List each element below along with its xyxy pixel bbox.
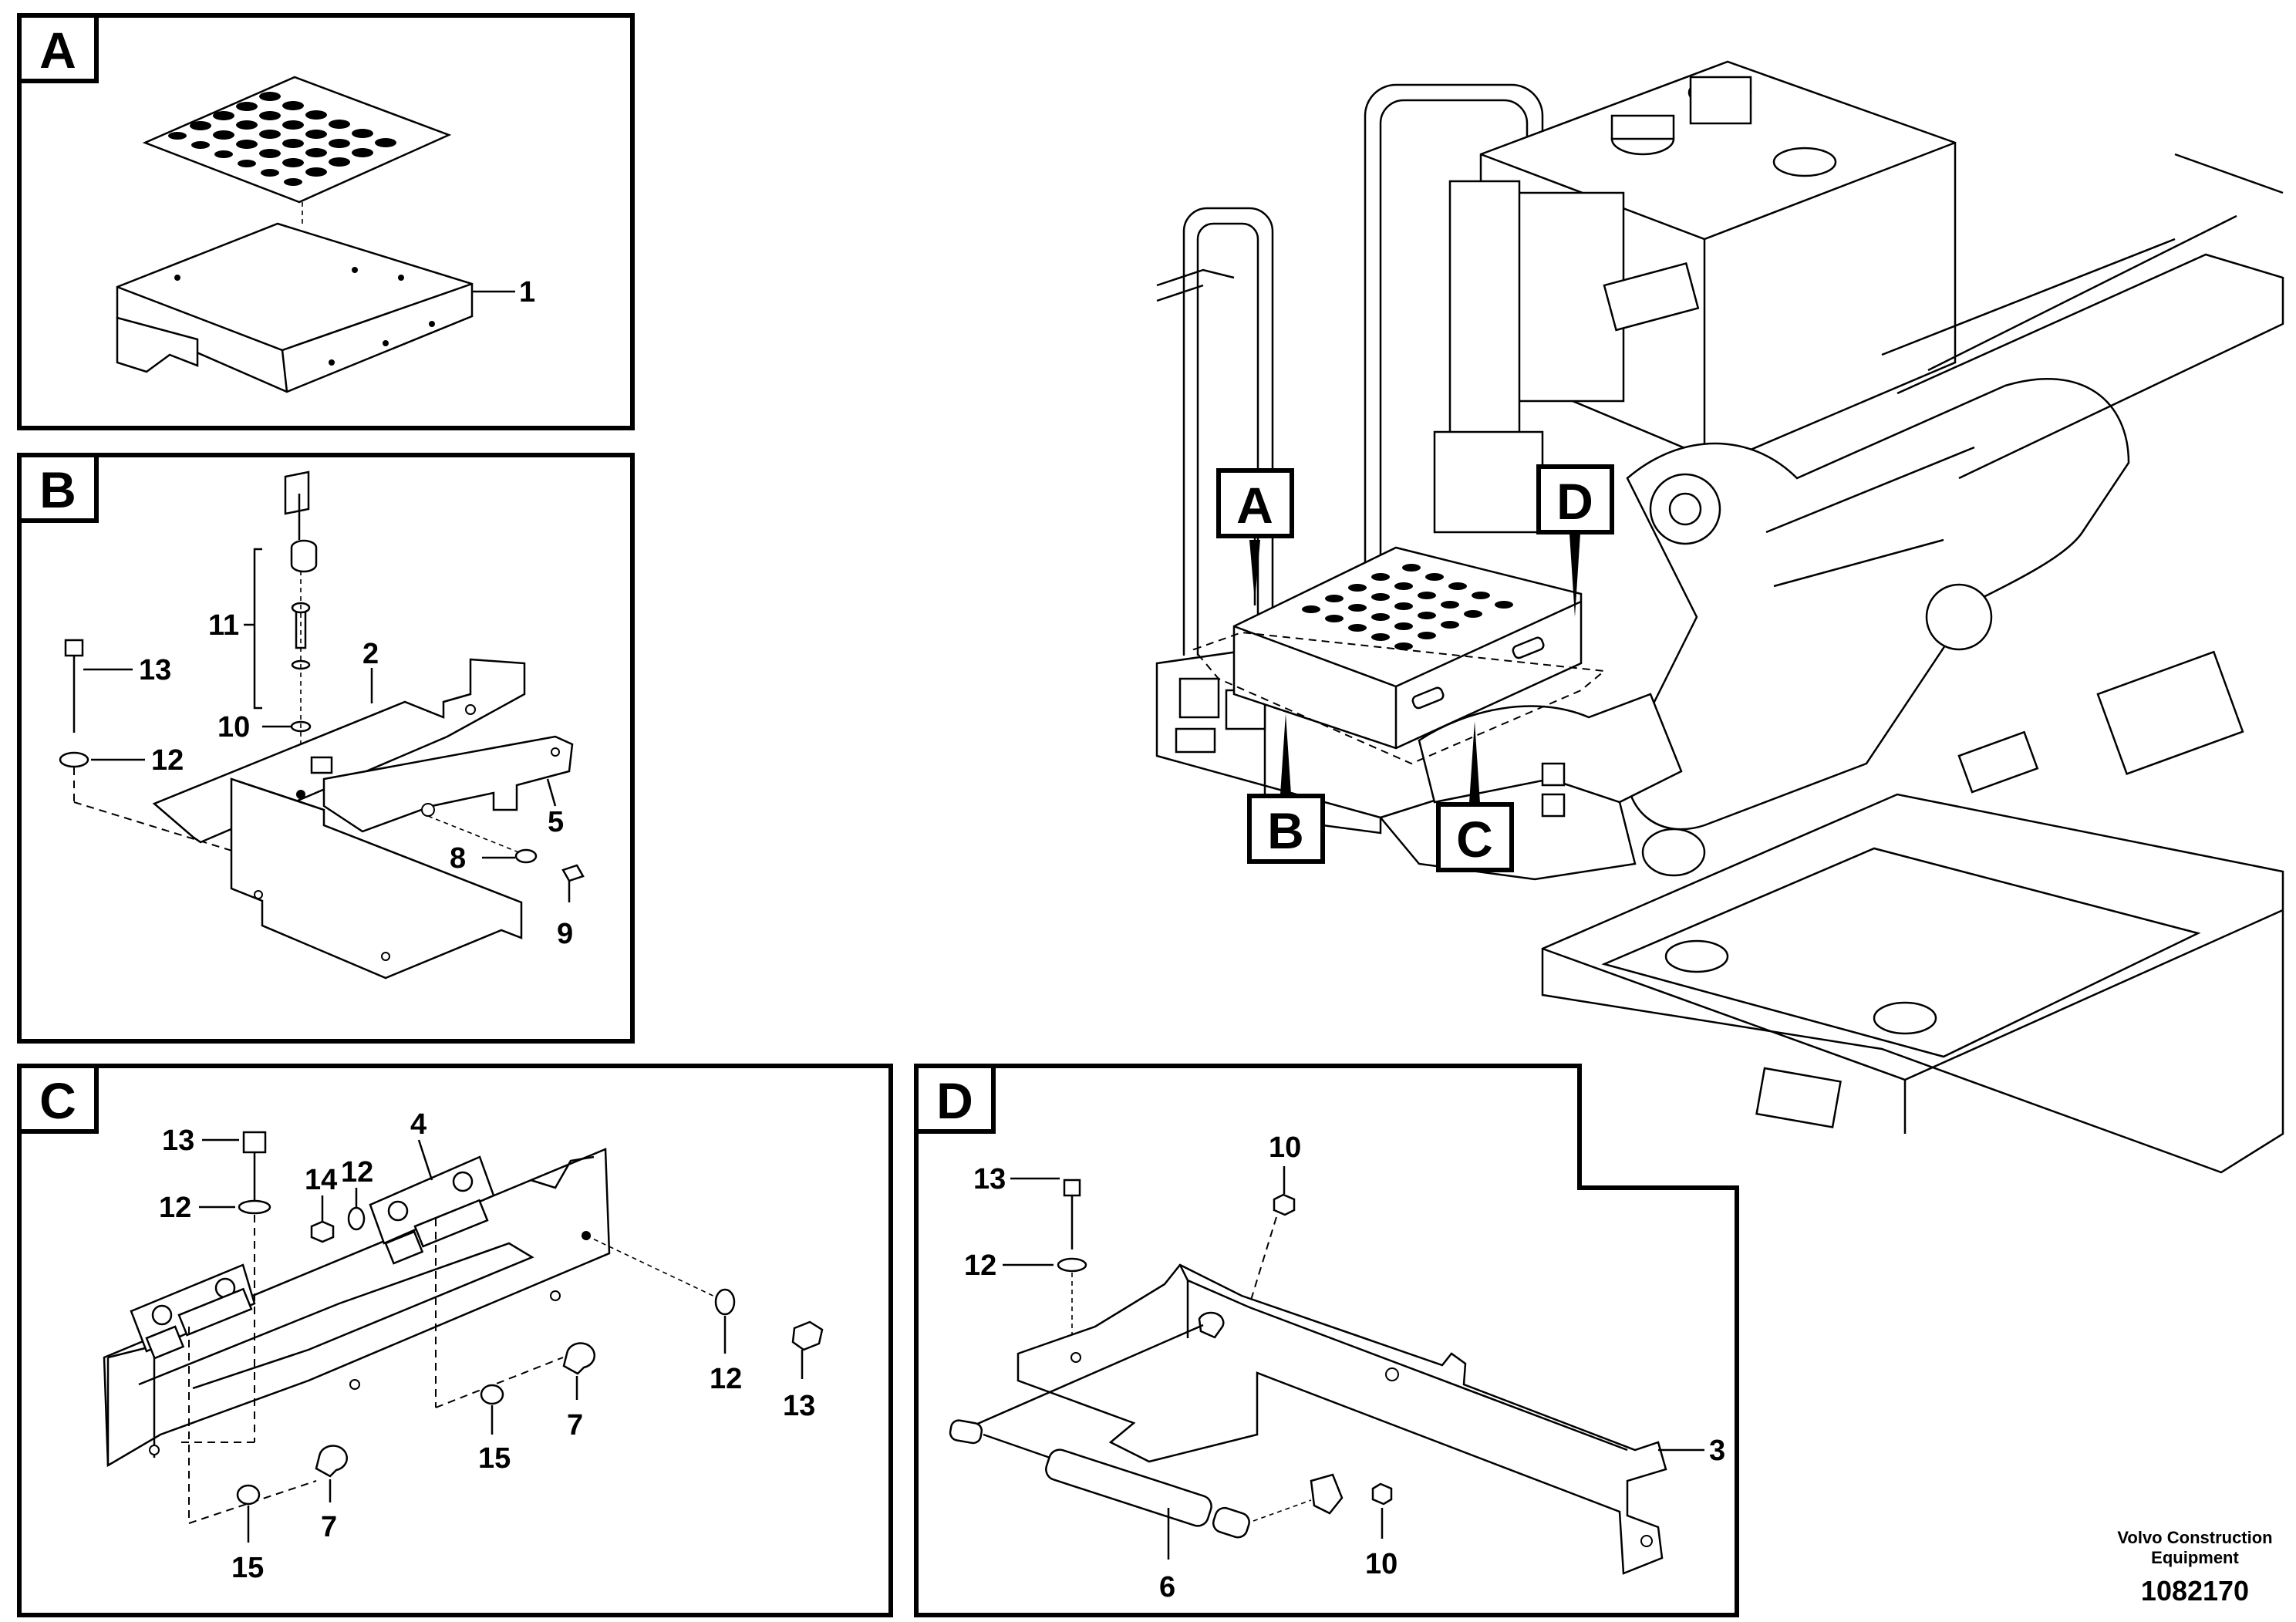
handrail	[1156, 83, 1544, 656]
callout-10-d-top: 10	[1269, 1131, 1301, 1164]
callout-11: 11	[208, 609, 239, 642]
callout-8: 8	[450, 842, 466, 875]
panel-a-tag: A	[39, 22, 76, 79]
machine-overview: A B C D	[1155, 60, 2284, 1174]
support-bracket	[1017, 1263, 1667, 1575]
callout-15-c-center: 15	[478, 1442, 511, 1475]
hinge-leaf-left	[130, 1263, 256, 1360]
side-plate	[322, 735, 574, 833]
callout-6: 6	[1159, 1571, 1175, 1603]
hinge-leaf-right	[369, 1155, 495, 1265]
hydraulic-tank	[1479, 60, 1957, 464]
company-name-line1: Volvo Construction	[2117, 1528, 2272, 1547]
callout-7-c-center: 7	[567, 1409, 583, 1442]
callout-5: 5	[548, 806, 564, 838]
cover-box	[116, 222, 474, 393]
overview-callout-b: B	[1247, 713, 1325, 864]
fastener-stack	[284, 470, 318, 764]
mounting-bracket	[152, 658, 526, 980]
drawing-number: 1082170	[2141, 1575, 2249, 1607]
callout-15-c-bottom: 15	[231, 1552, 264, 1584]
callout-13-c-top: 13	[162, 1125, 194, 1157]
callout-10-d-bottom: 10	[1365, 1548, 1397, 1580]
detail-panel-a: A 1	[17, 13, 635, 430]
company-name-line2: Equipment	[2151, 1548, 2239, 1567]
callout-13: 13	[139, 654, 171, 686]
callout-9: 9	[557, 918, 573, 950]
callout-4: 4	[410, 1108, 426, 1141]
callout-7-c-bottom: 7	[321, 1511, 337, 1543]
detail-panel-d: D 13 12 10 3	[914, 1064, 1739, 1617]
bolt-and-washer	[59, 639, 255, 858]
panel-c-tag: C	[39, 1072, 76, 1129]
callout-14: 14	[305, 1164, 337, 1196]
callout-12: 12	[151, 744, 184, 777]
svg-text:A: A	[1236, 477, 1273, 534]
callout-10: 10	[217, 711, 250, 744]
overview-callout-c: C	[1436, 721, 1514, 872]
overview-callout-d: D	[1536, 464, 1614, 617]
gas-strut	[949, 1324, 1312, 1539]
perforated-cover-plate	[142, 76, 452, 204]
upper-frame	[1541, 650, 2284, 1174]
panel-d-tag: D	[936, 1072, 973, 1129]
panel-b-tag: B	[39, 461, 76, 518]
svg-text:C: C	[1456, 811, 1493, 868]
callout-2: 2	[362, 638, 379, 670]
detail-panel-c: C 4	[17, 1064, 893, 1617]
callout-13-d: 13	[973, 1163, 1006, 1195]
callout-13-c-right: 13	[783, 1390, 815, 1422]
detail-panel-b: B 11 10 13 12	[17, 453, 635, 1044]
svg-text:B: B	[1267, 802, 1304, 859]
callout-12-c-left: 12	[159, 1192, 191, 1224]
boom	[1625, 153, 2284, 877]
battery-cover-box	[1192, 180, 1607, 765]
overview-callout-a: A	[1216, 468, 1294, 605]
drawing-footer: Volvo Construction Equipment 1082170	[2117, 1528, 2272, 1607]
svg-text:D: D	[1556, 473, 1593, 530]
callout-12-c-top: 12	[341, 1156, 373, 1189]
callout-12-c-right: 12	[710, 1363, 742, 1395]
callout-1: 1	[519, 276, 535, 309]
callout-3: 3	[1709, 1435, 1725, 1467]
callout-12-d: 12	[964, 1249, 996, 1282]
